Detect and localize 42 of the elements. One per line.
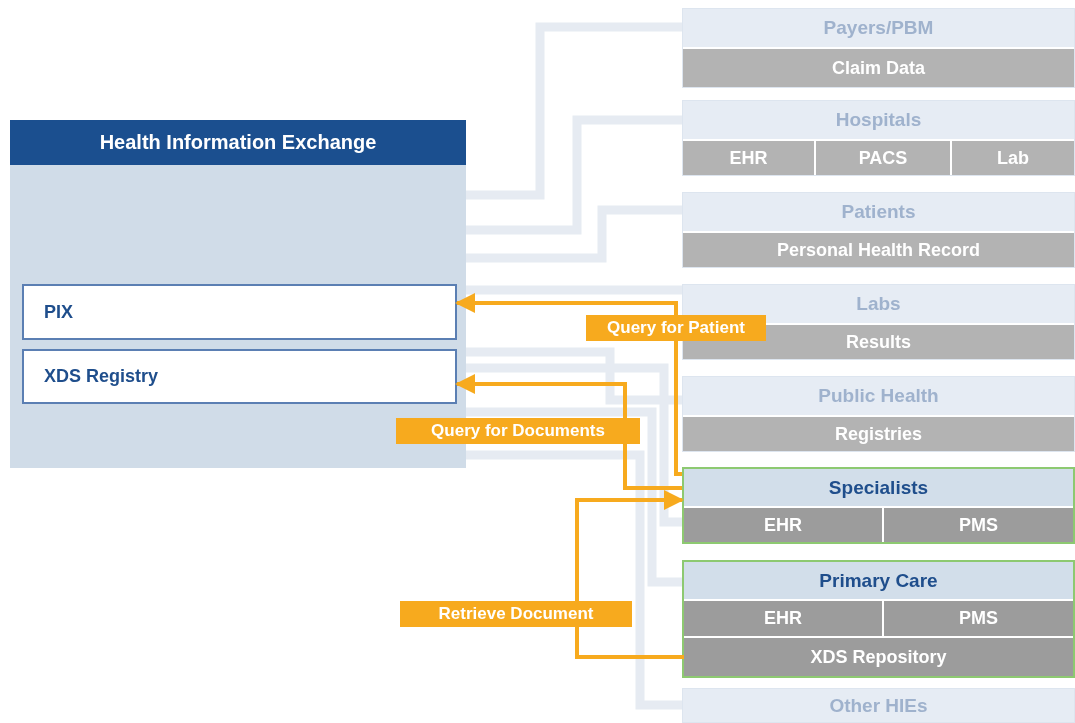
edge-label: Retrieve Document: [400, 601, 632, 627]
system-cell: Lab: [952, 141, 1074, 175]
system-group: [682, 284, 1075, 360]
system-group: Other HIEs: [682, 688, 1075, 723]
system-cell: EHR: [684, 601, 882, 636]
group-title: Payers/PBM: [683, 9, 1074, 47]
component-box: XDS Registry: [22, 349, 457, 404]
connector-line: [466, 205, 682, 263]
system-cell: PMS: [884, 601, 1073, 636]
group-title: Primary Care: [684, 562, 1073, 599]
arrow: [455, 293, 682, 476]
system-group: [682, 8, 1075, 88]
system-group: [682, 560, 1075, 678]
edge-label: Query for Patient: [586, 315, 766, 341]
system-group: [682, 100, 1075, 176]
system-cell: XDS Repository: [684, 638, 1073, 676]
group-title: Public Health: [683, 377, 1074, 415]
connector-line: [466, 285, 682, 295]
component-box: PIX: [22, 284, 457, 340]
system-group: [682, 467, 1075, 544]
panel-title: Health Information Exchange: [10, 120, 466, 165]
edge-label: Query for Documents: [396, 418, 640, 444]
group-title: Hospitals: [683, 101, 1074, 139]
system-group: [682, 376, 1075, 452]
group-title: Specialists: [684, 469, 1073, 506]
system-cell: Personal Health Record: [683, 233, 1074, 267]
connector-line: [466, 22, 682, 200]
arrow: [575, 490, 684, 659]
system-cell: EHR: [684, 508, 882, 542]
connector-line: [466, 407, 682, 587]
system-cell: Registries: [683, 417, 1074, 451]
connector-line: [466, 115, 682, 235]
system-cell: PACS: [816, 141, 950, 175]
system-group: [682, 192, 1075, 268]
connector-line: [466, 450, 682, 710]
connector-line: [466, 363, 682, 527]
group-title: Patients: [683, 193, 1074, 231]
connector-line: [466, 347, 682, 405]
arrow: [455, 374, 682, 490]
system-cell: Claim Data: [683, 49, 1074, 87]
system-cell: PMS: [884, 508, 1073, 542]
system-cell: EHR: [683, 141, 814, 175]
